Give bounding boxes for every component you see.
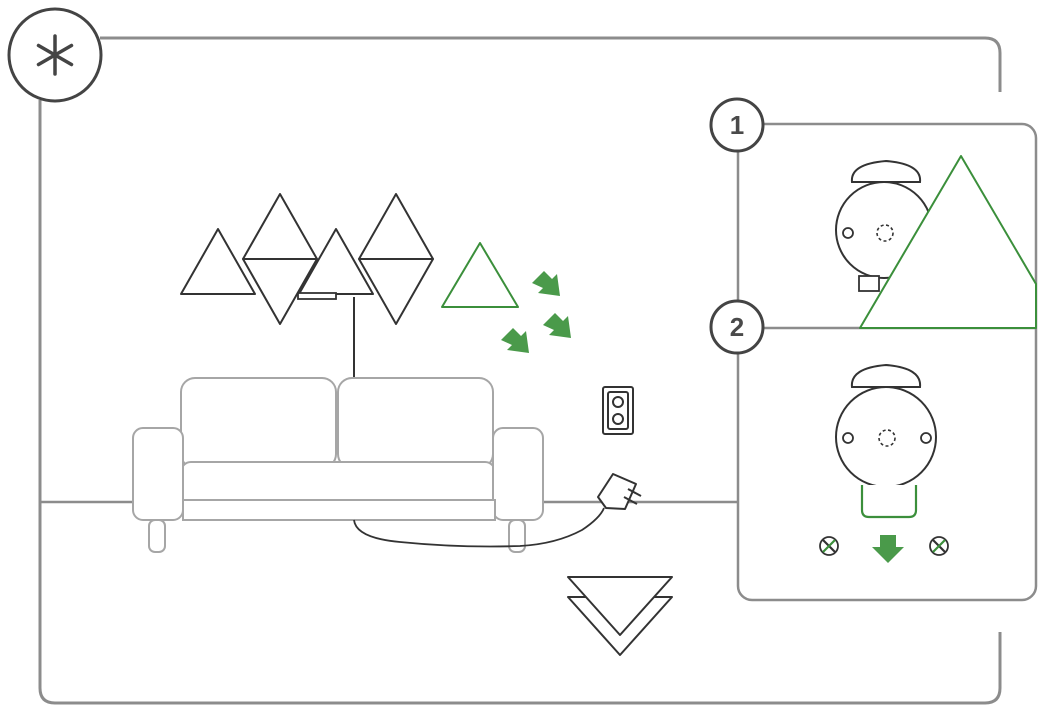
light-panel (358, 258, 434, 325)
arrow-down-icon (872, 535, 904, 563)
step-badge-2: 2 (709, 299, 765, 355)
arrow-down-right-icon (543, 313, 571, 338)
light-panel (242, 258, 318, 325)
light-panel (358, 193, 434, 260)
light-panel (180, 228, 256, 295)
mount-cap (850, 159, 922, 183)
asterisk-icon (7, 7, 103, 103)
light-panel (242, 193, 318, 260)
step-badge-1: 1 (709, 97, 765, 153)
light-panel (298, 228, 374, 295)
sofa (132, 377, 544, 553)
controller (297, 292, 337, 300)
outer-frame (38, 36, 1002, 705)
new-light-panel (441, 242, 519, 308)
light-panels (180, 193, 434, 325)
step-1-illustration (835, 155, 1037, 329)
arrow-down-right-icon (501, 328, 529, 353)
direction-arrows (501, 271, 571, 353)
power-plug (597, 473, 642, 510)
step-number: 2 (730, 312, 744, 342)
step-number: 1 (730, 110, 744, 140)
mount-cap (850, 363, 922, 388)
screw-icon (819, 536, 839, 556)
panel-edge (859, 155, 1037, 329)
wall-outlet (602, 386, 634, 435)
power-cable (353, 507, 605, 548)
green-clip (860, 485, 918, 519)
screw-icon (929, 536, 949, 556)
arrow-down-right-icon (532, 271, 560, 296)
double-chevron-down-icon (567, 576, 673, 656)
step-2-illustration (819, 363, 949, 563)
